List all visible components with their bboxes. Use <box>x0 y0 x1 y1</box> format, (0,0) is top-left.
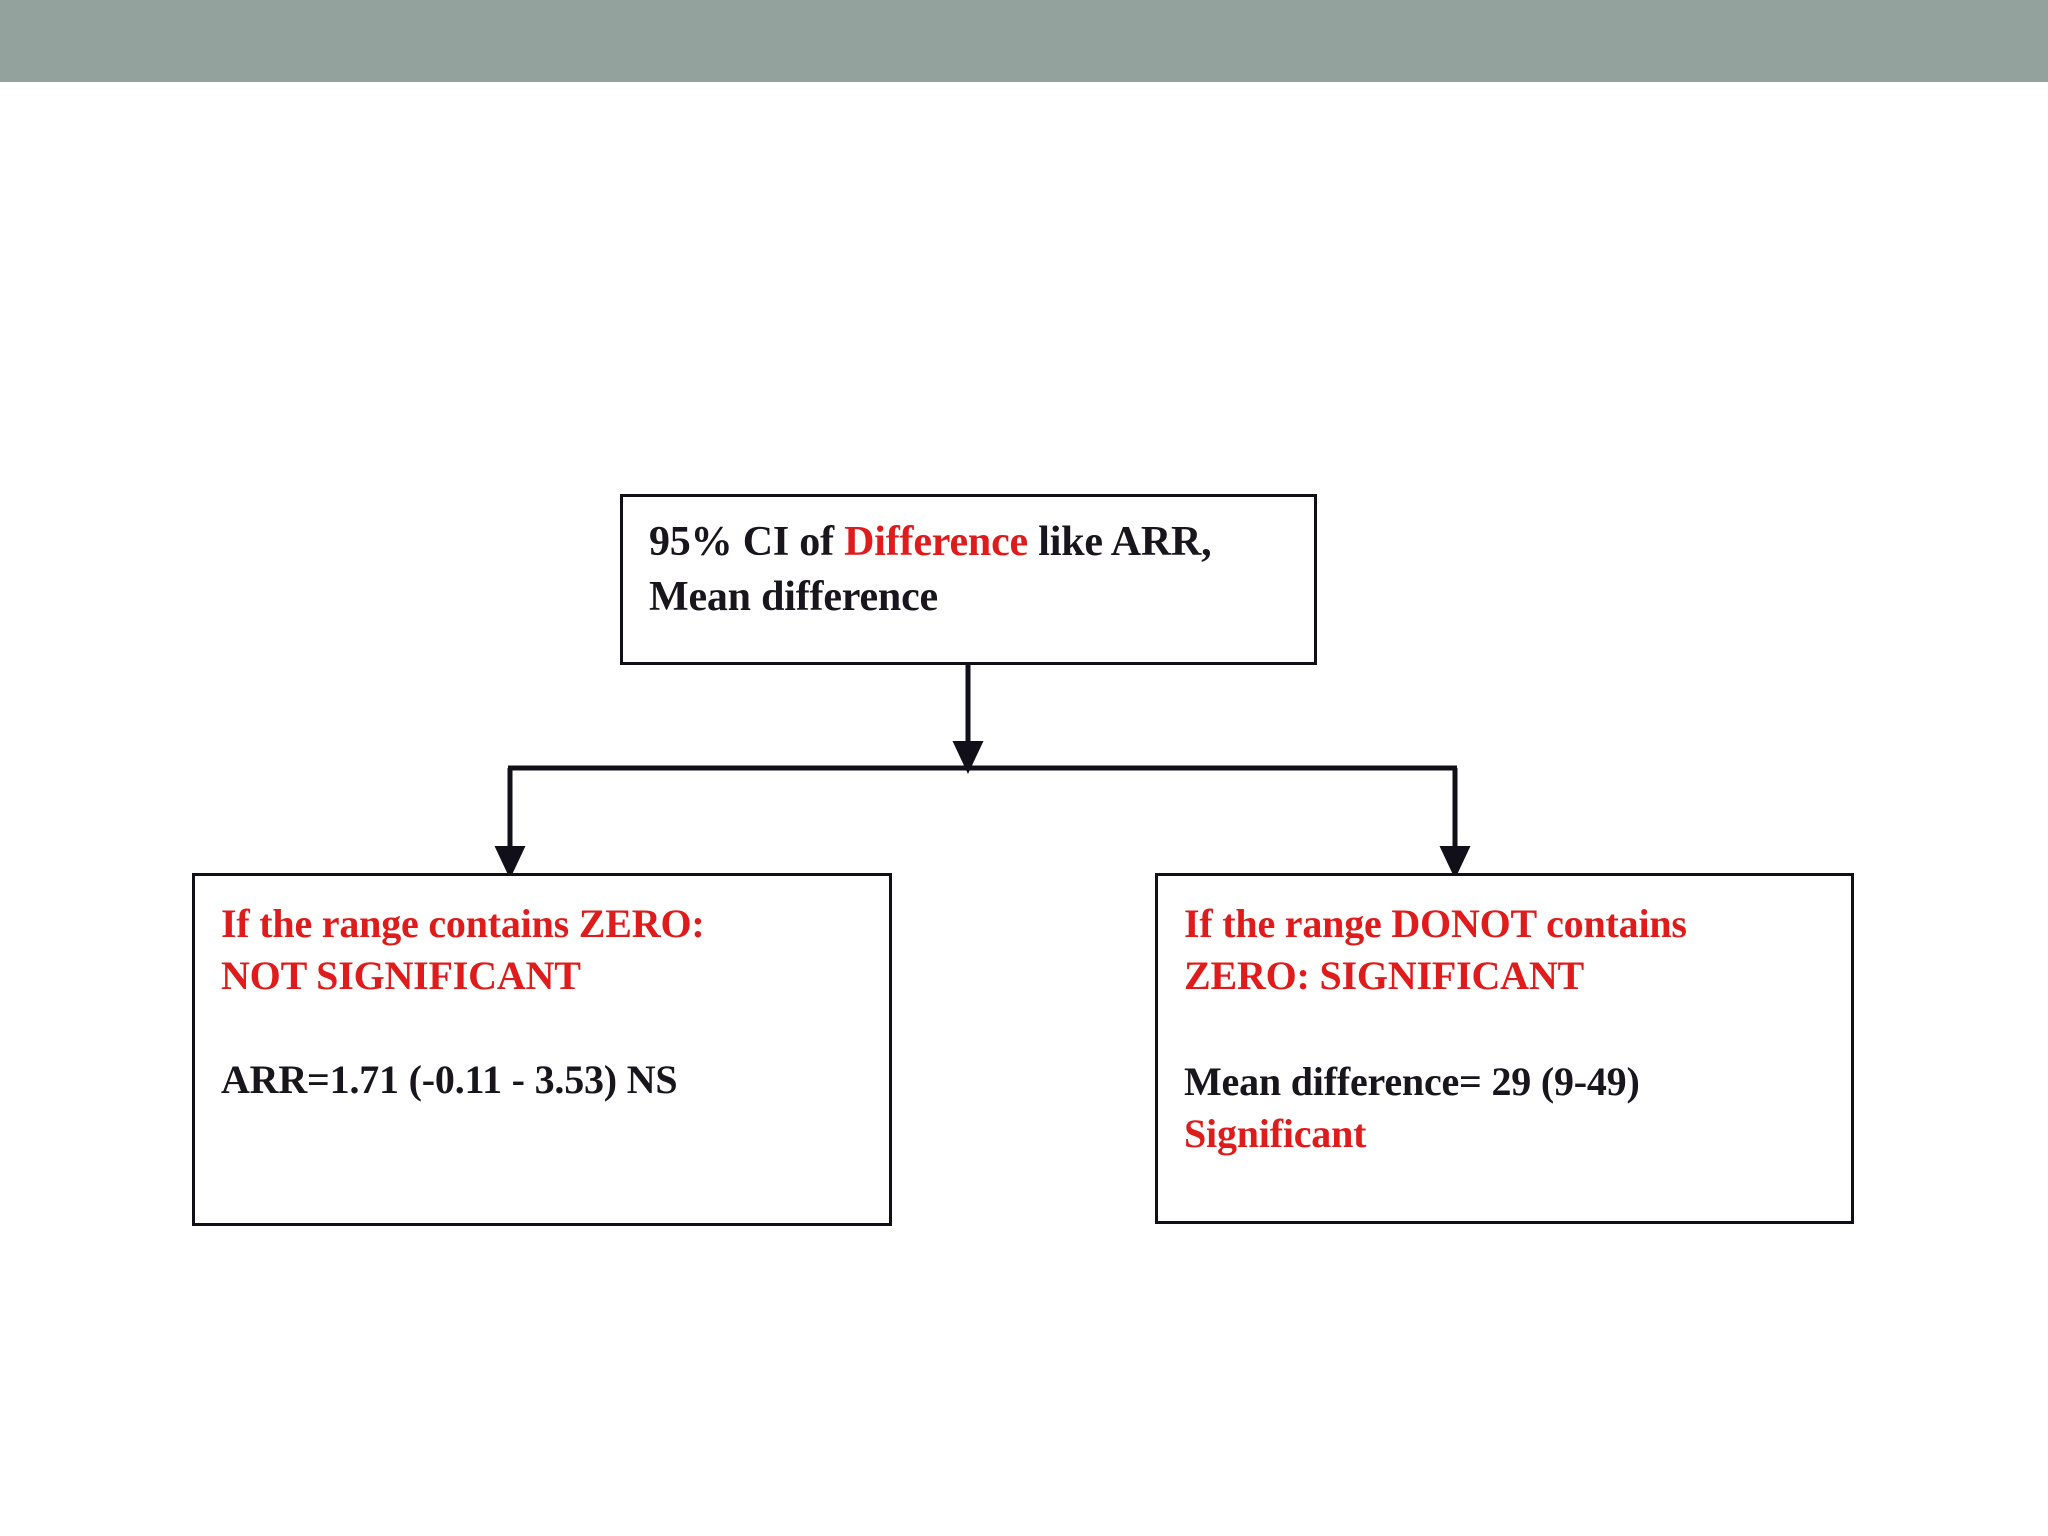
donot-contain-zero-example: Mean difference= 29 (9-49) Significant <box>1184 1056 1837 1160</box>
root-text-highlight: Difference <box>844 519 1028 565</box>
root-text-line2: Mean difference <box>649 573 938 620</box>
contains-zero-heading-line2: NOT SIGNIFICANT <box>221 953 581 998</box>
donot-contain-zero-heading-line2: ZERO: SIGNIFICANT <box>1184 953 1584 998</box>
contains-zero-heading: If the range contains ZERO: NOT SIGNIFICA… <box>221 898 875 1002</box>
root-text-part2: like ARR, <box>1027 519 1212 565</box>
contains-zero-example: ARR=1.71 (-0.11 - 3.53) NS <box>221 1057 678 1102</box>
contains-zero-heading-line1: If the range contains ZERO: <box>221 901 705 946</box>
header-band <box>0 0 2048 82</box>
root-text-part1: 95% CI of <box>649 519 845 565</box>
node-ci-of-difference-text: 95% CI of Difference like ARR, Mean diffe… <box>649 515 1300 624</box>
donot-contain-zero-verdict: Significant <box>1184 1111 1367 1156</box>
node-ci-of-difference[interactable]: 95% CI of Difference like ARR, Mean diffe… <box>620 494 1317 665</box>
donot-contain-zero-example-text: Mean difference= 29 (9-49) <box>1184 1059 1640 1104</box>
node-contains-zero[interactable]: If the range contains ZERO: NOT SIGNIFICA… <box>192 873 892 1226</box>
donot-contain-zero-heading-line1: If the range DONOT contains <box>1184 901 1687 946</box>
diagram-canvas <box>0 82 2048 1536</box>
